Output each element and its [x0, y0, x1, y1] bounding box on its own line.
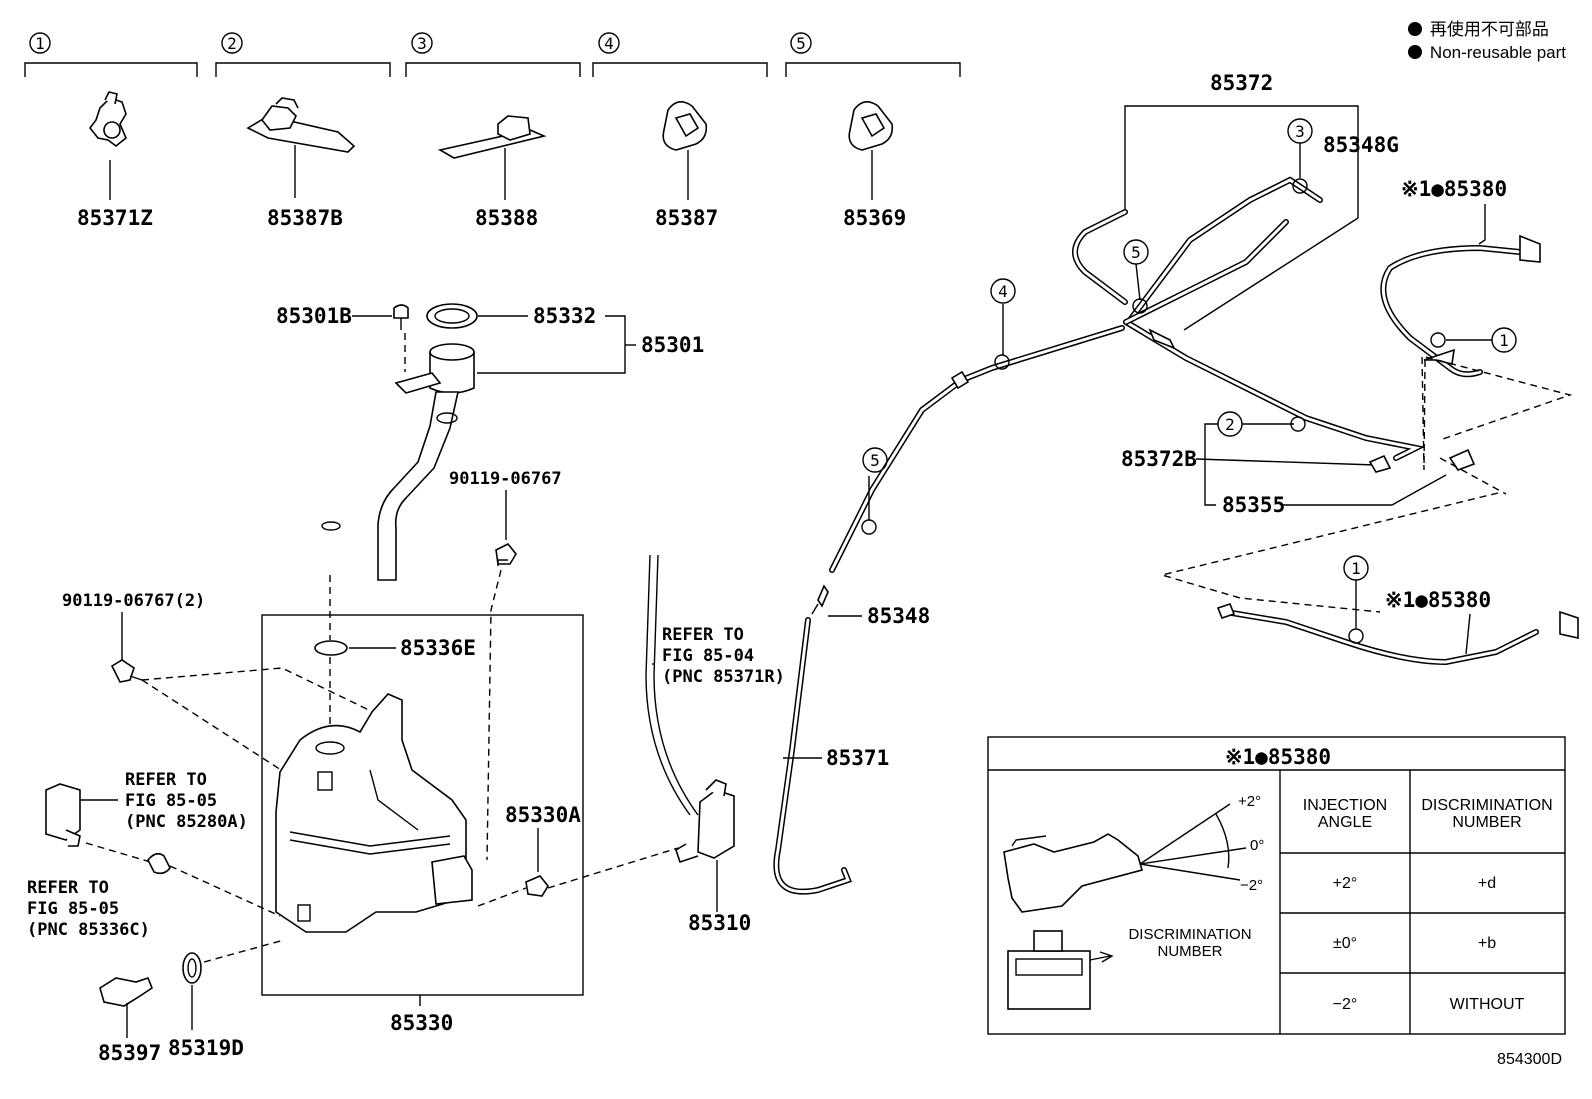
bullet-icon [1407, 45, 1422, 59]
filler-neck-assembly: 85301B 85332 85301 [276, 303, 704, 640]
svg-text:※1●85380: ※1●85380 [1225, 745, 1331, 769]
svg-text:85372B: 85372B [1121, 447, 1197, 471]
svg-text:5: 5 [796, 34, 806, 53]
svg-text:85301: 85301 [641, 333, 704, 357]
nozzle-angle-figure: +2° 0° −2° [1003, 793, 1264, 913]
svg-text:0°: 0° [1250, 837, 1264, 854]
svg-text:※1●85380: ※1●85380 [1401, 177, 1507, 201]
clip-85387B-icon [246, 97, 356, 153]
svg-text:85319D: 85319D [168, 1036, 244, 1060]
bolt-90119-06767: 90119-06767 [449, 469, 562, 861]
group-1: 1 85371Z [24, 32, 198, 230]
dashed-guides [1159, 355, 1573, 613]
group-2: 2 85387B [215, 32, 391, 230]
svg-text:+d: +d [1478, 875, 1496, 892]
svg-text:NUMBER: NUMBER [1157, 943, 1222, 960]
svg-text:1: 1 [35, 34, 45, 53]
svg-text:90119-06767(2): 90119-06767(2) [62, 591, 205, 611]
svg-text:+b: +b [1478, 935, 1496, 952]
svg-text:85388: 85388 [475, 206, 538, 230]
tank-assembly: 85336E 85330 [261, 614, 584, 1035]
svg-text:1: 1 [1499, 331, 1509, 350]
svg-text:85310: 85310 [688, 911, 751, 935]
front-pump-ref: REFER TO FIG 85-05 (PNC 85280A) [45, 770, 281, 917]
nozzle-85380-lower: ※1●85380 1 [1216, 555, 1579, 666]
svg-text:4: 4 [998, 282, 1008, 301]
svg-text:85336E: 85336E [400, 636, 476, 660]
svg-text:85371: 85371 [826, 746, 889, 770]
svg-text:85355: 85355 [1222, 493, 1285, 517]
svg-text:85348G: 85348G [1323, 133, 1399, 157]
nozzle-85380-upper: ※1●85380 1 [1380, 177, 1541, 378]
svg-text:+2°: +2° [1333, 875, 1358, 892]
hose-85371: 85348 85371 5 4 [773, 278, 1125, 895]
clip-85387-icon [662, 101, 708, 151]
group-3: 3 85388 [405, 32, 581, 230]
clip-85369-icon [848, 101, 894, 151]
bolt-90119-06767-2: 90119-06767(2) [62, 591, 403, 791]
svg-text:85387B: 85387B [267, 206, 343, 230]
grommet-85330A: 85330A [477, 803, 679, 907]
ring-85319D: 85319D [168, 939, 285, 1060]
svg-text:85387: 85387 [655, 206, 718, 230]
svg-text:85369: 85369 [843, 206, 906, 230]
svg-text:85372: 85372 [1210, 71, 1273, 95]
injection-angle-table: ※1●85380 INJECTION ANGLE DISCRIMINATION … [987, 736, 1566, 1035]
svg-text:3: 3 [1295, 122, 1305, 141]
svg-text:5: 5 [870, 451, 880, 470]
svg-text:−2°: −2° [1240, 877, 1263, 894]
connector-figure: DISCRIMINATION NUMBER [1007, 926, 1252, 1010]
group-5: 5 85369 [785, 32, 961, 230]
svg-text:85301B: 85301B [276, 304, 352, 328]
sensor-85397: 85397 [98, 977, 161, 1065]
svg-text:DISCRIMINATION: DISCRIMINATION [1128, 926, 1251, 943]
svg-text:※1●85380: ※1●85380 [1385, 588, 1491, 612]
svg-text:(PNC 85280A): (PNC 85280A) [125, 812, 248, 832]
svg-text:ANGLE: ANGLE [1318, 814, 1372, 831]
legend: 再使用不可部品 Non-reusable part [1407, 18, 1566, 64]
svg-text:NUMBER: NUMBER [1452, 814, 1521, 831]
svg-text:1: 1 [1351, 559, 1361, 578]
svg-text:DISCRIMINATION: DISCRIMINATION [1421, 797, 1552, 814]
svg-text:INJECTION: INJECTION [1303, 797, 1387, 814]
svg-text:5: 5 [1131, 243, 1141, 262]
svg-text:±0°: ±0° [1333, 935, 1357, 952]
drawing-code: 854300D [1497, 1051, 1562, 1068]
svg-text:85371Z: 85371Z [77, 206, 153, 230]
svg-text:FIG 85-05: FIG 85-05 [125, 791, 217, 811]
svg-text:+2°: +2° [1238, 793, 1261, 810]
svg-text:85330: 85330 [390, 1011, 453, 1035]
svg-text:85332: 85332 [533, 304, 596, 328]
svg-text:(PNC 85336C): (PNC 85336C) [27, 920, 150, 940]
svg-text:FIG 85-04: FIG 85-04 [662, 646, 754, 666]
svg-text:4: 4 [604, 34, 614, 53]
svg-text:REFER TO: REFER TO [662, 625, 744, 645]
svg-text:REFER TO: REFER TO [27, 878, 109, 898]
svg-text:85330A: 85330A [505, 803, 581, 827]
svg-text:3: 3 [417, 34, 427, 53]
svg-text:(PNC 85371R): (PNC 85371R) [662, 667, 785, 687]
clip-85371Z-icon [88, 91, 127, 148]
bullet-icon [1407, 22, 1422, 36]
svg-text:2: 2 [1225, 415, 1235, 434]
grommet-ref: REFER TO FIG 85-05 (PNC 85336C) [27, 852, 171, 940]
svg-text:−2°: −2° [1333, 996, 1358, 1013]
legend-jp: 再使用不可部品 [1407, 18, 1566, 41]
svg-text:2: 2 [227, 34, 237, 53]
legend-en: Non-reusable part [1407, 41, 1566, 64]
svg-text:FIG 85-05: FIG 85-05 [27, 899, 119, 919]
svg-text:90119-06767: 90119-06767 [449, 469, 562, 489]
clip-85388-icon [437, 115, 547, 159]
svg-text:85397: 85397 [98, 1041, 161, 1065]
hose-85372: 85372 3 85348G 5 2 85372B 85355 [1072, 71, 1476, 517]
svg-text:REFER TO: REFER TO [125, 770, 207, 790]
group-4: 4 85387 [592, 32, 768, 230]
svg-text:WITHOUT: WITHOUT [1450, 996, 1525, 1013]
washer-tank-icon [275, 693, 473, 933]
svg-text:85348: 85348 [867, 604, 930, 628]
washer-pump-85310: REFER TO FIG 85-04 (PNC 85371R) 85310 [645, 554, 785, 935]
